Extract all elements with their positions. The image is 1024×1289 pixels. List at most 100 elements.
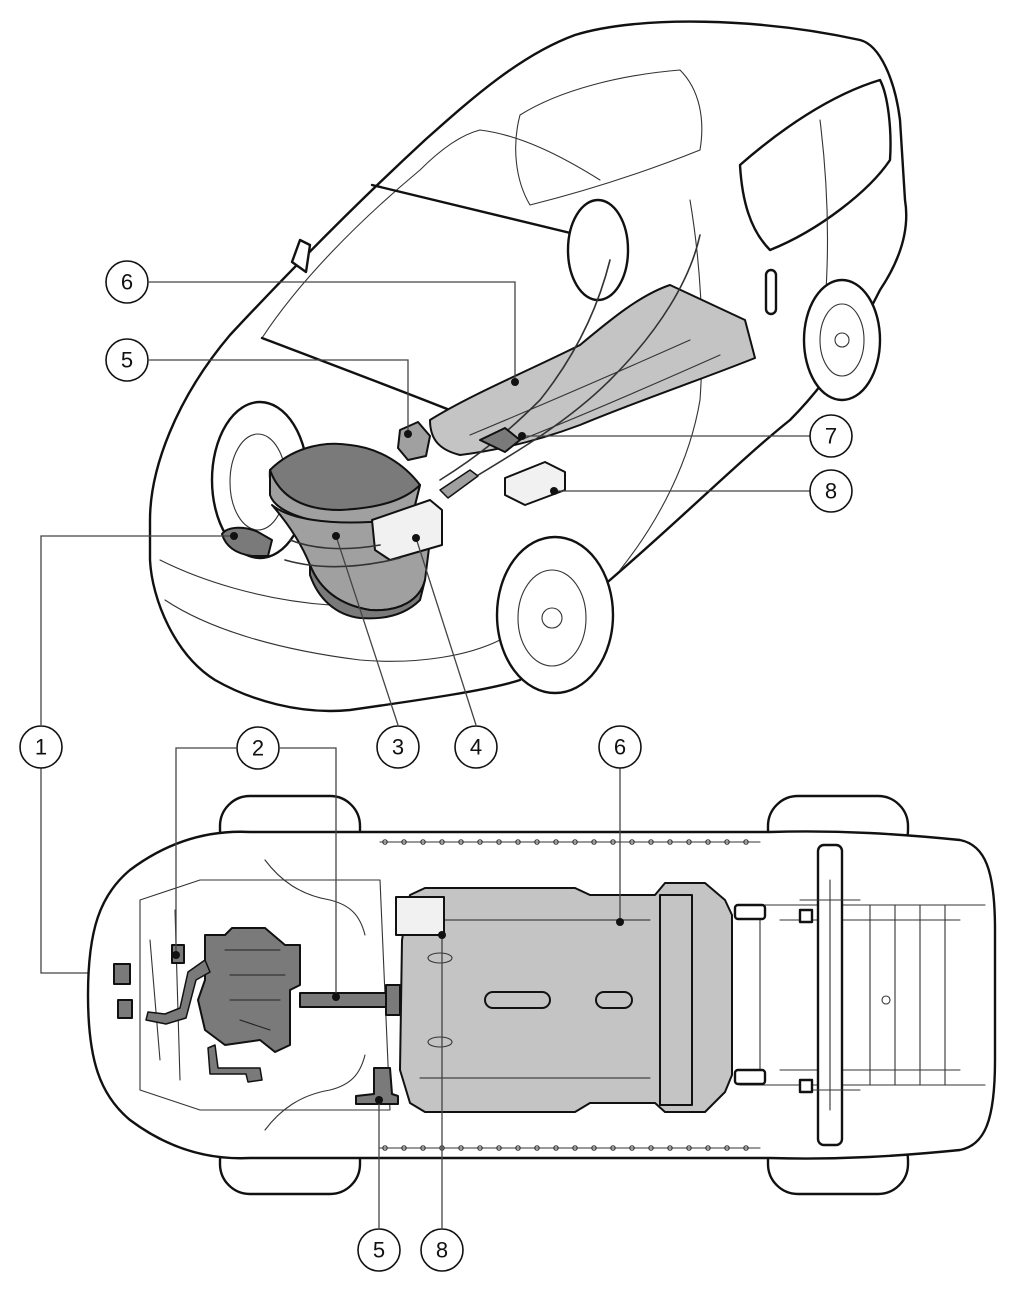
underbody-battery-boss-1 <box>427 952 453 964</box>
callout-1-label: 1 <box>35 735 47 760</box>
callout-bottom-8: 8 <box>420 1228 464 1272</box>
leader-1 <box>40 535 234 725</box>
rear-spring-right <box>733 1068 767 1086</box>
coolant-pipe <box>439 469 479 499</box>
underbody-shaft-joint <box>385 984 401 1016</box>
rear-fastener <box>881 995 891 1005</box>
callout-top-5: 5 <box>105 338 149 382</box>
top-component-8 <box>504 461 566 506</box>
rear-bracket-left <box>798 908 814 924</box>
underbody-battery-slot-1 <box>484 991 551 1009</box>
high-voltage-cable-2 <box>469 234 701 481</box>
rear-left-wheel <box>566 198 630 302</box>
callout-3: 3 <box>376 725 420 769</box>
motor-cables <box>284 539 401 568</box>
door-handle <box>764 268 778 316</box>
top-component-4 <box>371 499 443 561</box>
sill-rivet <box>515 839 521 845</box>
callout-1: 1 <box>19 725 63 769</box>
sill-rivet <box>629 839 635 845</box>
leader-2-right <box>280 747 337 997</box>
callout-top-8: 8 <box>809 469 853 513</box>
sill-rivet <box>591 1145 597 1151</box>
sill-rivet <box>743 1145 749 1151</box>
callout-top-6: 6 <box>105 260 149 304</box>
underbody-battery-slot-2 <box>595 991 633 1009</box>
rear-bracket-right <box>798 1078 814 1094</box>
leader-4 <box>415 537 477 726</box>
underbody-component-5 <box>355 1067 399 1105</box>
sill-rivet <box>477 839 483 845</box>
underbody-battery-pack <box>399 882 733 1113</box>
underbody-hose-lower <box>207 1044 263 1083</box>
front-right-wheel <box>495 535 615 695</box>
sill-rivet <box>382 839 388 845</box>
rear-right-wheel <box>802 278 882 402</box>
underbody-component-1-upper <box>113 963 131 985</box>
underbody-battery-frame <box>659 894 693 1106</box>
van-underbody-view <box>86 794 997 1196</box>
callout-bottom-5: 5 <box>357 1228 401 1272</box>
sill-rivet <box>724 1145 730 1151</box>
underbody-battery-boss-2 <box>427 1036 453 1048</box>
front-bumper-line <box>164 599 501 662</box>
sill-rivet <box>439 839 445 845</box>
callout-top-7: 7 <box>809 414 853 458</box>
sill-rivet <box>572 839 578 845</box>
underbody-motor-detail <box>224 949 286 1031</box>
sill-rivet <box>553 839 559 845</box>
sill-rivet <box>420 1145 426 1151</box>
sill-rivet <box>648 839 654 845</box>
callout-top-5-label: 5 <box>121 348 133 373</box>
sill-rivet <box>534 839 540 845</box>
callout-2: 2 <box>236 726 280 770</box>
underbody-component-1-lower <box>117 999 133 1019</box>
sill-rivet <box>724 839 730 845</box>
sill-rivet <box>401 1145 407 1151</box>
front-grille-line <box>159 559 331 606</box>
sill-rivet <box>401 839 407 845</box>
underbody-coolant-hose <box>145 959 211 1025</box>
callout-top-8-label: 8 <box>825 479 837 504</box>
sill-rivet <box>496 1145 502 1151</box>
sill-rivet <box>458 1145 464 1151</box>
underbody-battery-rib-top <box>419 919 651 1079</box>
underbody-motor <box>197 927 301 1053</box>
callout-bottom-6-label: 6 <box>614 735 626 760</box>
callout-4-label: 4 <box>470 735 482 760</box>
van-perspective-view <box>148 20 908 713</box>
side-window-rear <box>738 78 892 252</box>
side-mirror <box>290 238 312 274</box>
front-suspension-left <box>264 859 366 936</box>
sill-rivet <box>648 1145 654 1151</box>
leader-2-left <box>175 747 236 955</box>
callout-2-label: 2 <box>252 736 264 761</box>
windshield-outline <box>261 129 601 339</box>
sill-rivet <box>458 839 464 845</box>
sill-rivet <box>534 1145 540 1151</box>
sill-rivet <box>610 839 616 845</box>
sill-rivet <box>743 839 749 845</box>
high-voltage-cable <box>439 259 611 481</box>
underbody-drive-shaft <box>299 992 391 1008</box>
rear-frame-rails <box>739 904 986 1086</box>
callout-4: 4 <box>454 725 498 769</box>
sill-rivet <box>496 839 502 845</box>
rear-floor-ribs <box>869 904 946 1086</box>
callout-top-7-label: 7 <box>825 424 837 449</box>
sill-rivet <box>705 1145 711 1151</box>
sill-rivet <box>686 1145 692 1151</box>
sill-rivet <box>515 1145 521 1151</box>
sill-rivet <box>705 839 711 845</box>
motor-base <box>309 564 426 620</box>
sill-rivet <box>610 1145 616 1151</box>
sill-rivet <box>572 1145 578 1151</box>
callout-bottom-6: 6 <box>598 725 642 769</box>
callout-3-label: 3 <box>392 735 404 760</box>
sill-rivet <box>591 839 597 845</box>
side-window-mid <box>515 69 703 206</box>
sill-rivet <box>667 839 673 845</box>
sill-rivet <box>382 1145 388 1151</box>
leader-top-5 <box>149 359 409 434</box>
top-view-leaders <box>40 281 810 977</box>
